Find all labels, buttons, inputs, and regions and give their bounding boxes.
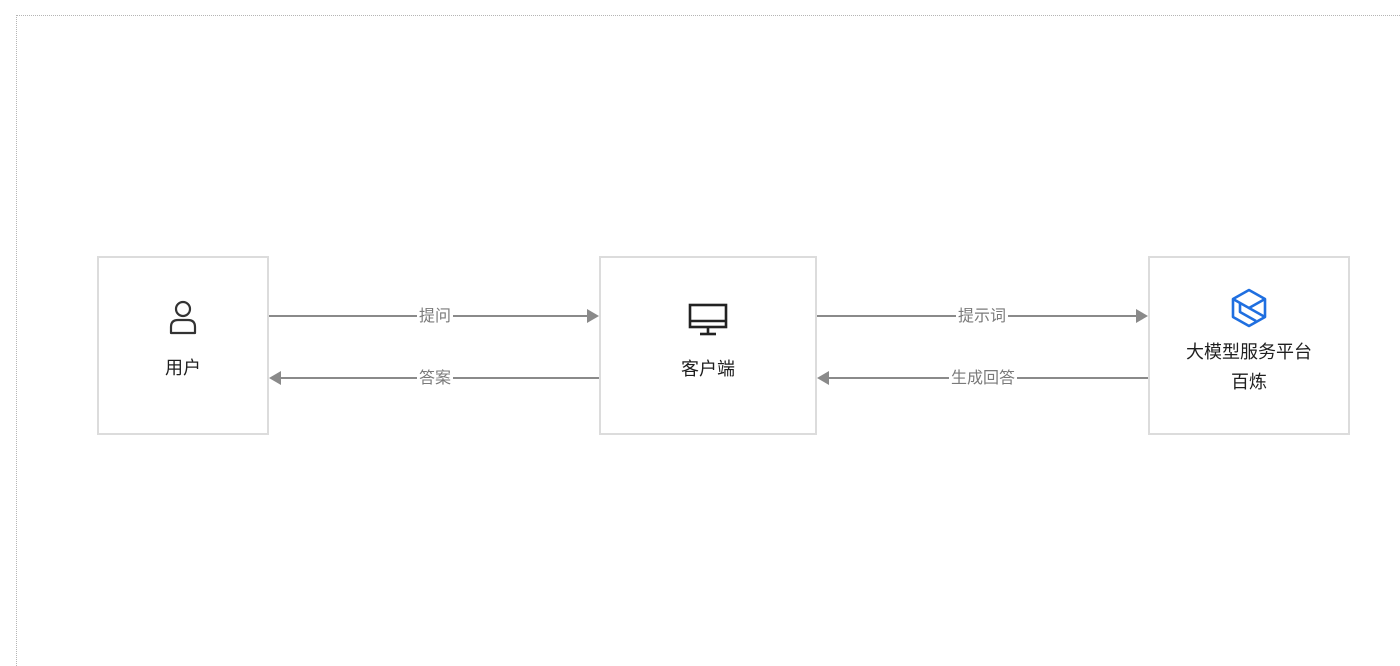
bailian-logo-icon — [1231, 288, 1267, 327]
edge-label-generated-answer: 生成回答 — [948, 367, 1018, 389]
edge-label-prompt: 提示词 — [955, 305, 1009, 327]
node-client: 客户端 — [599, 256, 817, 435]
edge-label-answer: 答案 — [416, 367, 454, 389]
monitor-icon — [688, 303, 728, 335]
node-platform: 大模型服务平台 百炼 — [1148, 256, 1350, 435]
canvas-border-top — [16, 15, 1400, 16]
node-user: 用户 — [97, 256, 269, 435]
user-icon — [169, 300, 197, 334]
node-user-label: 用户 — [165, 357, 201, 379]
canvas-border-left — [16, 15, 17, 666]
node-platform-label-line2: 百炼 — [1231, 371, 1267, 393]
node-platform-label-line1: 大模型服务平台 — [1186, 341, 1312, 363]
node-client-label: 客户端 — [681, 358, 735, 380]
edge-label-question: 提问 — [416, 305, 454, 327]
